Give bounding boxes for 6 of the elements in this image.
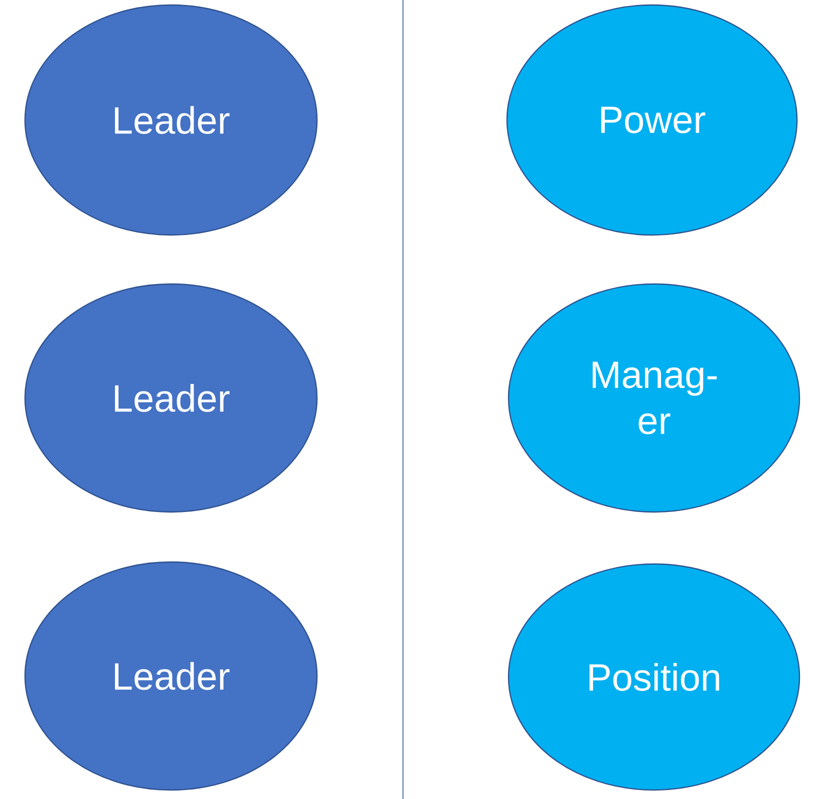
ellipse-node: Leader [24, 561, 318, 791]
ellipse-node: Position [508, 563, 800, 791]
ellipse-node: Power [506, 4, 798, 236]
ellipse-node: Leader [24, 283, 318, 513]
ellipse-node: Manag-er [508, 283, 800, 513]
ellipse-node: Leader [24, 4, 318, 236]
